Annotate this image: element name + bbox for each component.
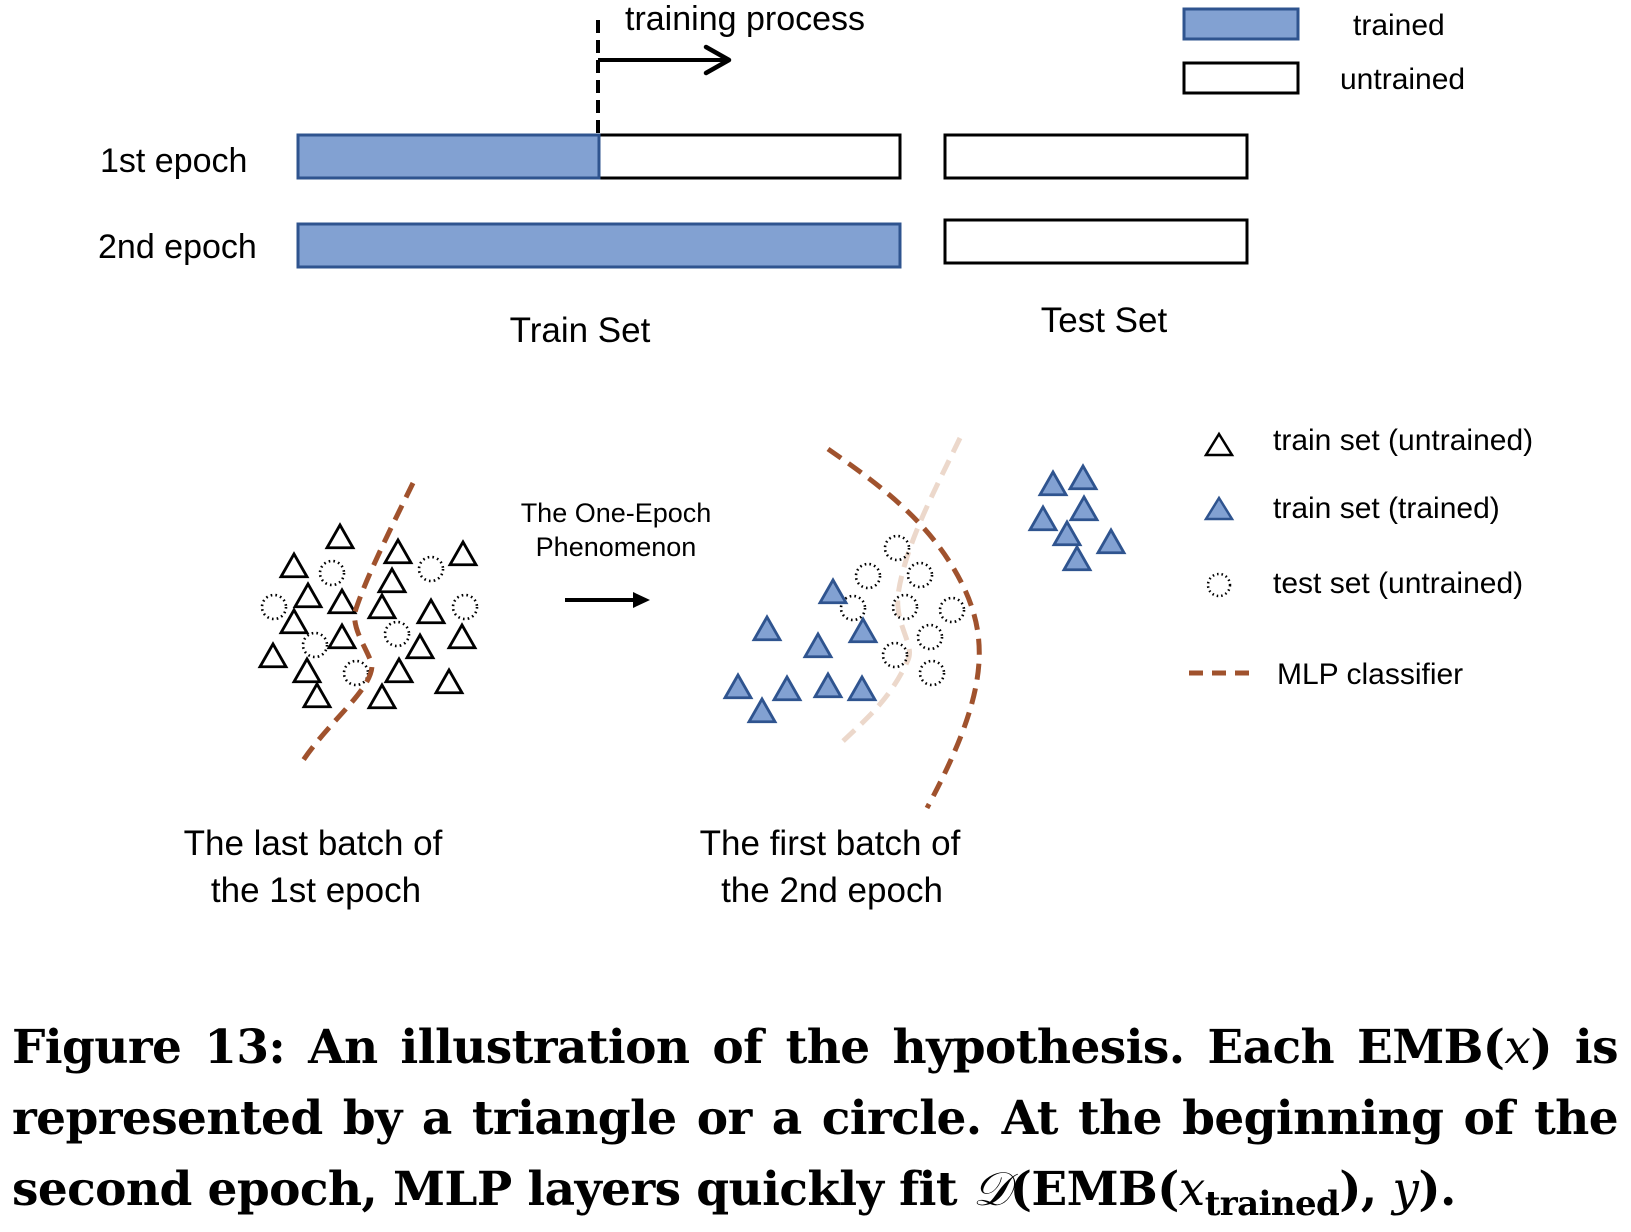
caption-line-1: Figure 13: An illustration of the hypoth… — [12, 1020, 1619, 1075]
top-panel: training process 1st epoch 2nd epoch Tra… — [98, 0, 1465, 350]
mlp-classifier-boundary-epoch2 — [826, 446, 982, 810]
train-untrained-point — [415, 597, 447, 625]
train-trained-point — [846, 674, 878, 702]
train-untrained-point — [404, 632, 436, 660]
train-trained-point — [771, 674, 803, 702]
train-untrained-point — [366, 592, 398, 620]
train-untrained-point — [291, 656, 323, 684]
figure-caption: Figure 13: An illustration of the hypoth… — [12, 1012, 1619, 1225]
train-untrained-point — [382, 537, 414, 565]
train-untrained-point — [278, 551, 310, 579]
right-caption-line1: The first batch of — [700, 824, 961, 863]
transition-label-line1: The One-Epoch — [521, 498, 712, 528]
train-trained-point — [751, 614, 783, 642]
test-untrained-point — [918, 659, 946, 687]
test-untrained-point — [938, 596, 966, 624]
train-trained-point — [1067, 463, 1099, 491]
legend-circle-dotted-icon — [1206, 572, 1232, 598]
test-untrained-point — [916, 623, 944, 651]
right-caption-line2: the 2nd epoch — [721, 871, 943, 910]
left-caption-line1: The last batch of — [184, 824, 443, 863]
legend-label-untrained: untrained — [1340, 63, 1465, 96]
test-untrained-point — [906, 561, 934, 589]
transition-arrow-head — [633, 592, 650, 608]
train-untrained-point — [446, 622, 478, 650]
training-process-arrow-head — [703, 44, 732, 76]
mlp-classifier-boundary-epoch1 — [299, 481, 416, 764]
test-untrained-point — [301, 631, 329, 659]
train-bar-trained-2 — [296, 222, 902, 269]
legend-label-train-trained: train set (trained) — [1273, 492, 1500, 525]
train-untrained-point — [326, 587, 358, 615]
legend-label-mlp-classifier: MLP classifier — [1277, 658, 1463, 691]
legend-triangle-outline-icon — [1203, 431, 1235, 457]
train-trained-point — [1051, 519, 1083, 547]
bottom-legend: train set (untrained) train set (trained… — [1189, 424, 1533, 691]
train-untrained-point — [383, 656, 415, 684]
test-untrained-point — [417, 555, 445, 583]
train-untrained-point — [301, 681, 333, 709]
train-untrained-point — [257, 641, 289, 669]
train-trained-point — [817, 577, 849, 605]
train-trained-point — [1095, 527, 1127, 555]
row-label-2nd-epoch: 2nd epoch — [98, 228, 257, 266]
test-untrained-point — [260, 593, 288, 621]
row-label-1st-epoch: 1st epoch — [100, 142, 247, 180]
test-untrained-point — [383, 620, 411, 648]
scatter-last-batch-1st-epoch — [257, 522, 479, 710]
train-bar-trained-1 — [296, 133, 601, 180]
train-trained-point — [746, 696, 778, 724]
test-untrained-point — [881, 641, 909, 669]
legend-label-trained: trained — [1353, 9, 1445, 42]
train-trained-point — [847, 616, 879, 644]
test-untrained-point — [318, 559, 346, 587]
train-untrained-point — [292, 581, 324, 609]
test-untrained-point — [854, 562, 882, 590]
legend-label-train-untrained: train set (untrained) — [1273, 424, 1533, 457]
test-untrained-point — [451, 593, 479, 621]
train-set-label: Train Set — [510, 311, 651, 350]
train-untrained-point — [447, 539, 479, 567]
train-untrained-point — [433, 667, 465, 695]
transition-label-line2: Phenomenon — [536, 532, 697, 562]
caption-line-3: second epoch, MLP layers quickly fit 𝒟(E… — [12, 1162, 1456, 1224]
test-untrained-point — [342, 659, 370, 687]
legend-swatch-trained — [1182, 7, 1300, 41]
hypothesis-diagram: training process 1st epoch 2nd epoch Tra… — [98, 0, 1534, 910]
test-bar-1 — [943, 133, 1249, 180]
test-untrained-point — [891, 593, 919, 621]
epoch-bars — [296, 133, 1249, 269]
train-untrained-point — [278, 607, 310, 635]
legend-label-test-untrained: test set (untrained) — [1273, 567, 1523, 600]
train-trained-point — [1061, 544, 1093, 572]
train-trained-point — [1037, 469, 1069, 497]
train-untrained-point — [376, 566, 408, 594]
train-untrained-point — [326, 622, 358, 650]
train-untrained-point — [324, 522, 356, 550]
test-untrained-point — [839, 594, 867, 622]
train-trained-point — [802, 631, 834, 659]
caption-line-2: represented by a triangle or a circle. A… — [12, 1091, 1619, 1146]
test-bar-2 — [943, 218, 1249, 265]
train-trained-point — [1027, 504, 1059, 532]
scatter-first-batch-2nd-epoch — [722, 463, 1127, 724]
legend-swatch-untrained — [1182, 61, 1300, 95]
test-untrained-point — [883, 534, 911, 562]
top-legend: trained untrained — [1182, 7, 1465, 96]
bottom-panel: The One-Epoch Phenomenon The last batch … — [184, 424, 1534, 910]
training-process-label: training process — [625, 0, 865, 38]
train-untrained-point — [366, 682, 398, 710]
train-trained-point — [1068, 494, 1100, 522]
test-set-label: Test Set — [1041, 301, 1168, 340]
train-trained-point — [722, 672, 754, 700]
train-trained-point — [812, 671, 844, 699]
left-caption-line2: the 1st epoch — [211, 871, 421, 910]
legend-triangle-filled-icon — [1203, 495, 1235, 521]
